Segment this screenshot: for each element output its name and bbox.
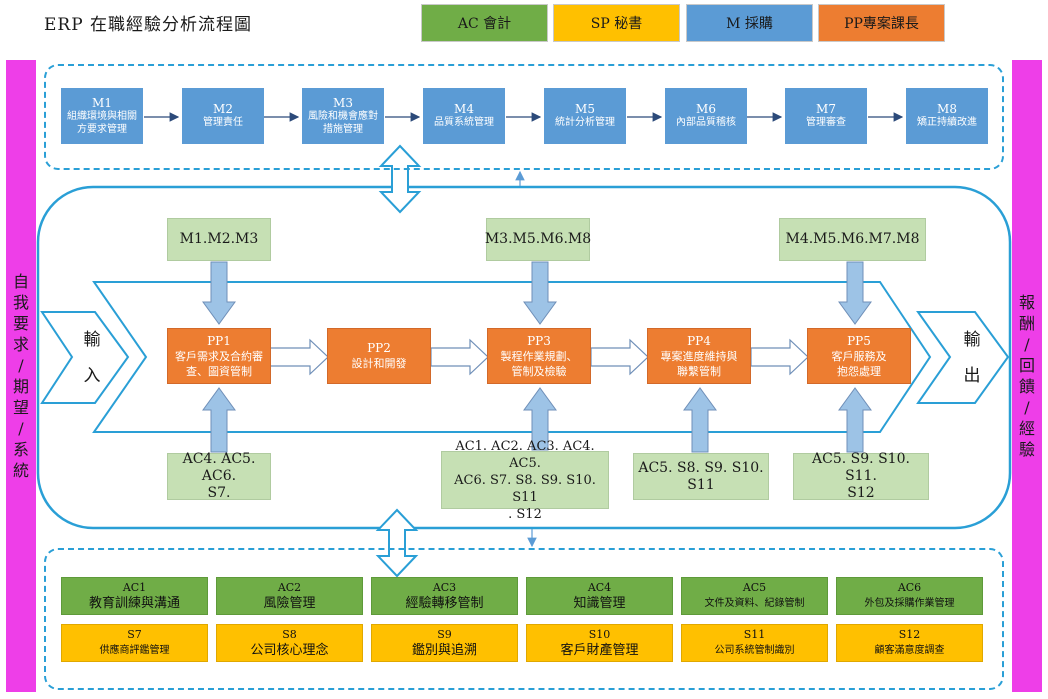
left-side-char: 統 <box>12 461 29 480</box>
left-side-char: 求 <box>12 335 29 354</box>
legend-m: M 採購 <box>686 4 813 42</box>
right-side-char: 報 <box>1018 293 1035 312</box>
left-side-char: 自 <box>12 272 29 291</box>
page-title: ERP 在職經驗分析流程圖 <box>44 15 253 35</box>
right-side-char: / <box>1024 335 1030 354</box>
process-chevron-band <box>92 281 932 433</box>
legend-pp: PP專案課長 <box>818 4 945 42</box>
bottom-ref-box-2: AC1. AC2. AC3. AC4. AC5.AC6. S7. S8. S9.… <box>441 439 609 522</box>
link-arrow-top <box>378 144 422 214</box>
left-side-char: / <box>18 356 24 375</box>
right-side-char: 回 <box>1018 356 1035 375</box>
left-side-char: 望 <box>12 398 29 417</box>
legend-ac: AC 會計 <box>421 4 548 42</box>
ac-s-container <box>44 548 1004 690</box>
right-side-bar: 報 酬 / 回 饋 / 經 驗 <box>1012 60 1042 692</box>
left-side-char: 期 <box>12 377 29 396</box>
output-label: 輸出 <box>963 330 981 386</box>
right-side-char: 酬 <box>1018 314 1035 333</box>
left-side-char: 要 <box>12 314 29 333</box>
output-chevron <box>916 311 1010 404</box>
process-frame <box>36 185 1012 530</box>
left-side-char: 我 <box>12 293 29 312</box>
right-side-char: 經 <box>1018 419 1035 438</box>
right-side-char: 驗 <box>1018 440 1035 459</box>
left-side-char: 系 <box>12 440 29 459</box>
bottom-ref-box-1: AC4. AC5. AC6.S7. <box>167 451 271 501</box>
right-side-char: 饋 <box>1018 377 1035 396</box>
legend-sp: SP 秘書 <box>553 4 680 42</box>
left-side-char: / <box>18 419 24 438</box>
right-side-char: / <box>1024 398 1030 417</box>
bottom-ref-box-3: AC5. S8. S9. S10.S11 <box>633 453 769 500</box>
top-ref-box-1: M1.M2.M3 <box>167 218 271 261</box>
input-chevron <box>40 311 130 404</box>
top-ref-box-3: M4.M5.M6.M7.M8 <box>779 218 926 261</box>
input-label: 輸入 <box>83 330 101 386</box>
link-arrow-bottom <box>375 508 419 578</box>
top-ref-box-2: M3.M5.M6.M8 <box>485 218 591 261</box>
left-side-bar: 自 我 要 求 / 期 望 / 系 統 <box>6 60 36 692</box>
m-process-container <box>44 64 1004 170</box>
bottom-ref-box-4: AC5. S9. S10. S11.S12 <box>793 451 929 501</box>
